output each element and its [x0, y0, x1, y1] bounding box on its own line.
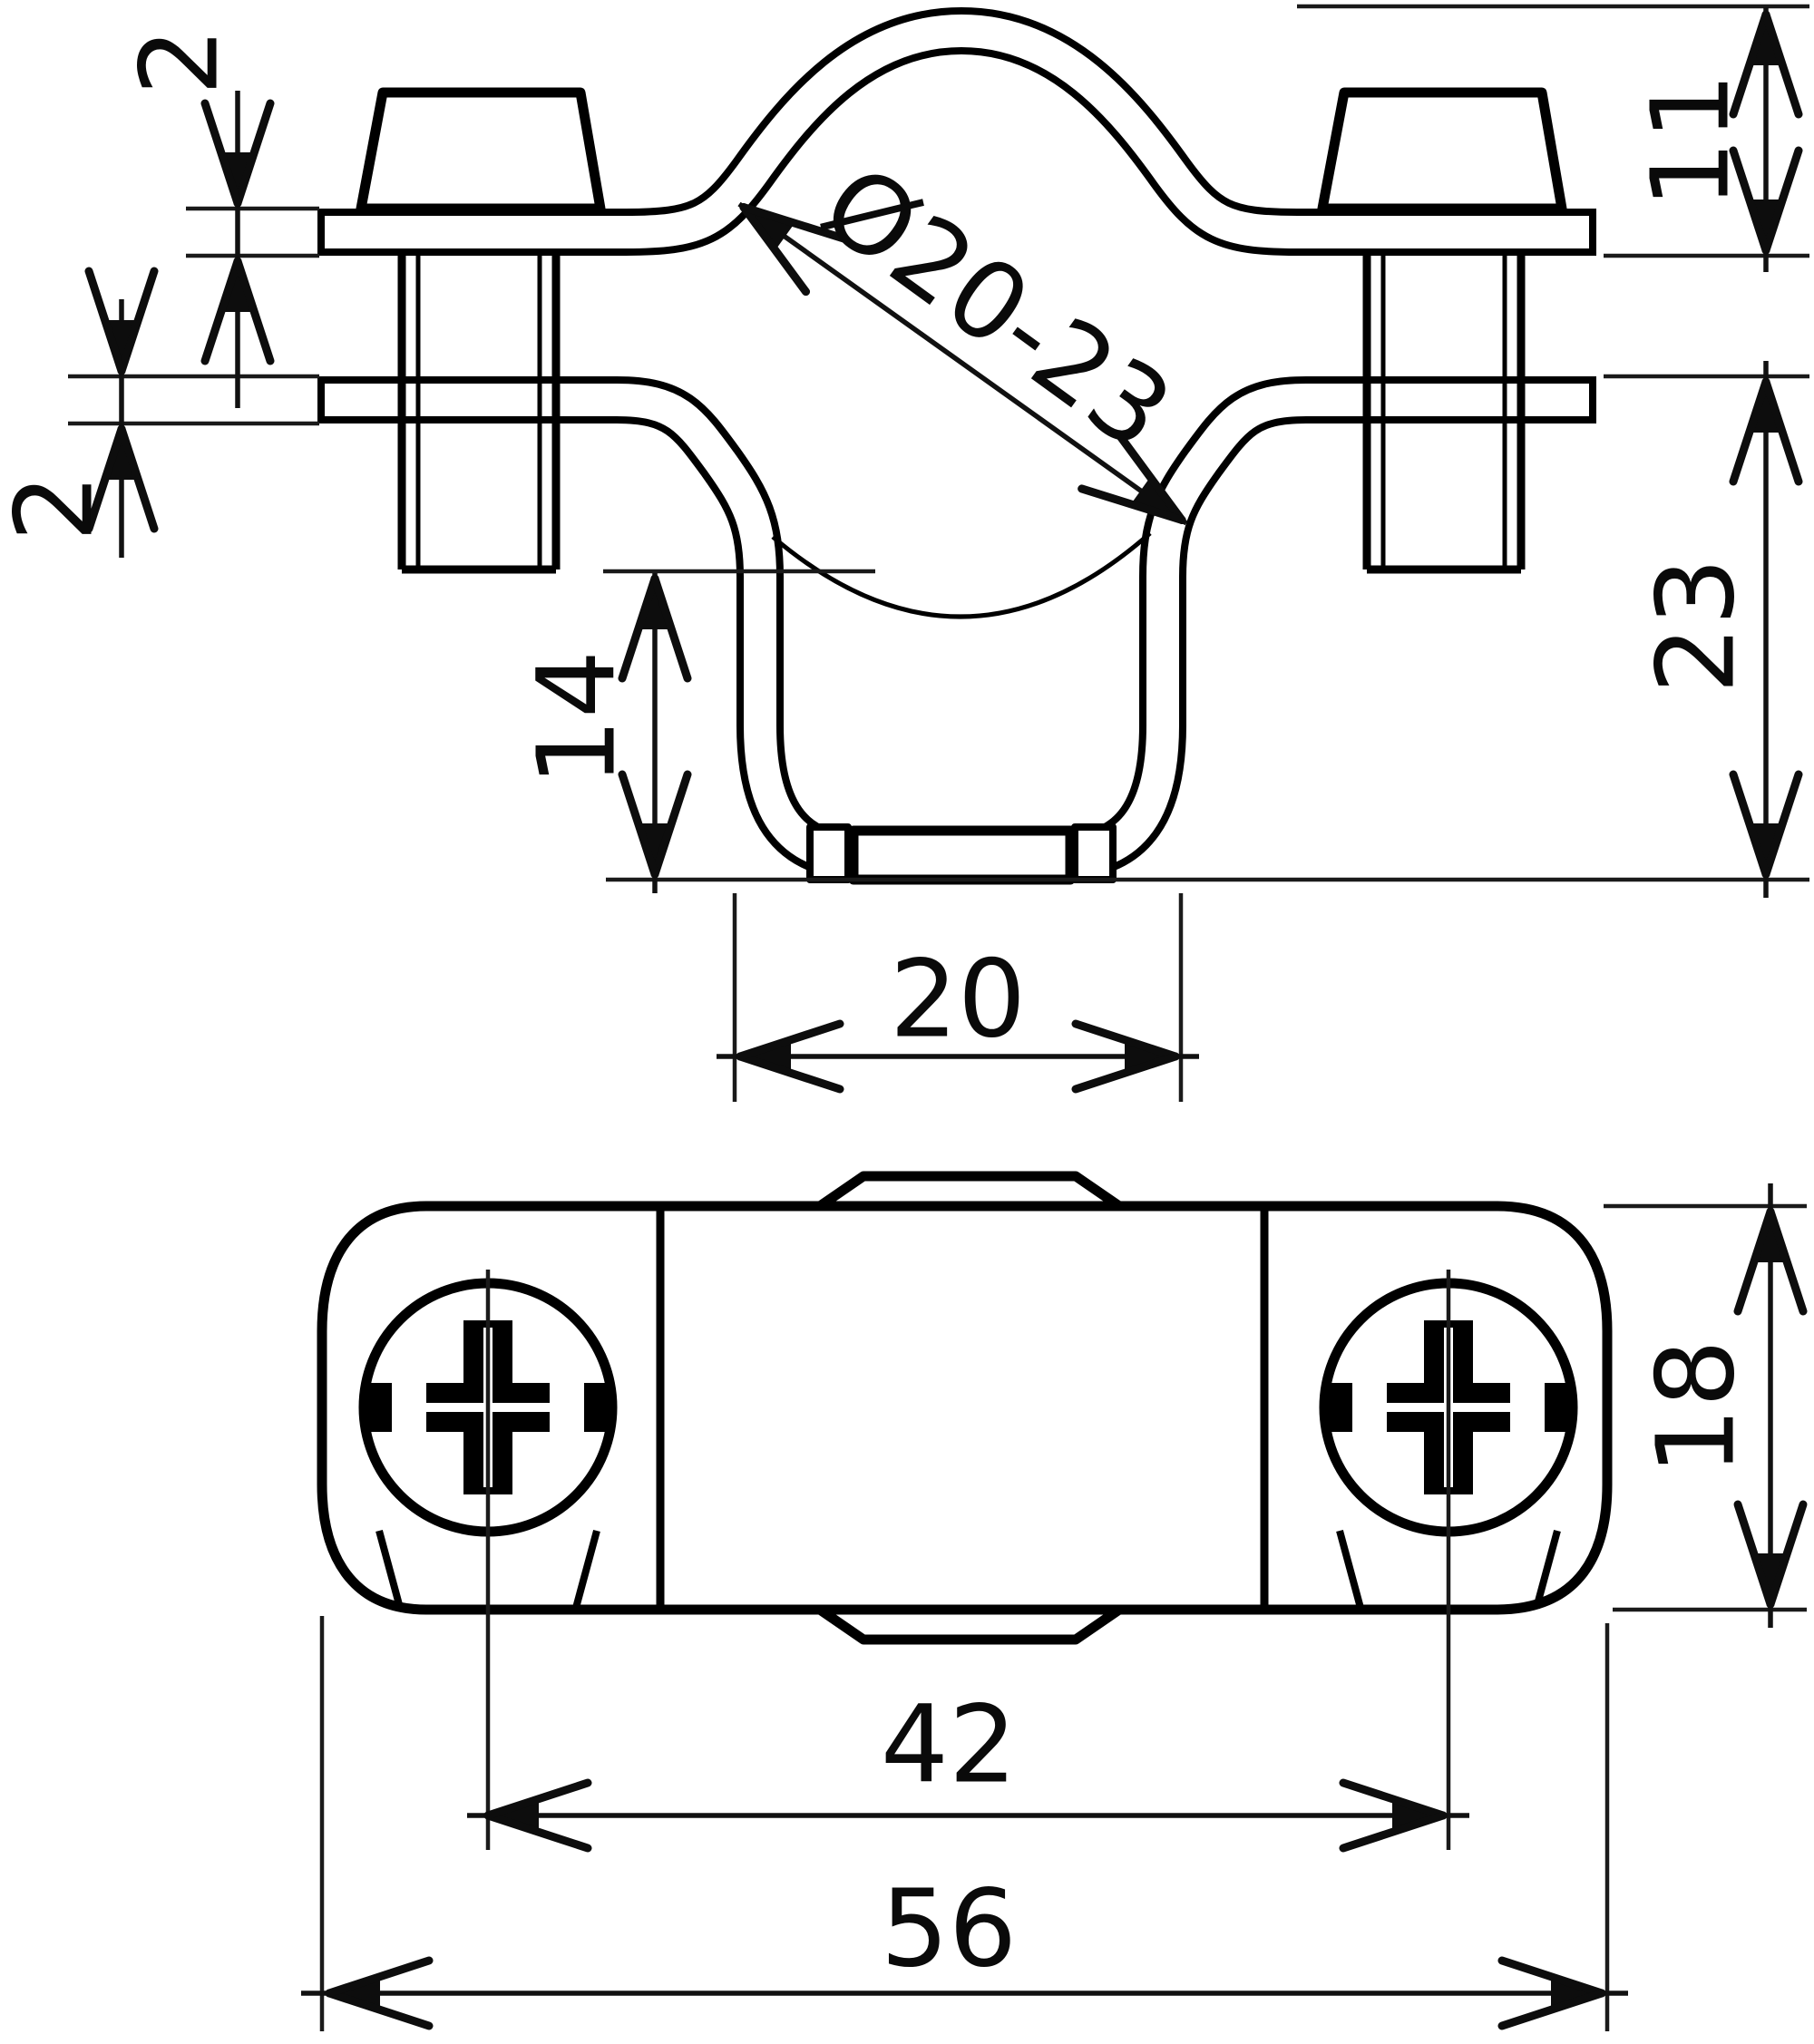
plan-body — [317, 1201, 1613, 1615]
screw-head-left — [356, 87, 606, 214]
clamp-funnel — [317, 376, 1596, 880]
dimensions: 2 2 Ø20-23 11 23 14 20 18 42 56 — [0, 4, 1809, 2031]
dim-label-56: 56 — [881, 1865, 1017, 1990]
front-view — [317, 7, 1596, 885]
plan-bump-top — [816, 1171, 1123, 1211]
bridge-inner — [325, 15, 1589, 248]
plan-view — [317, 1171, 1613, 1645]
dim-label-23: 23 — [1633, 558, 1758, 694]
foot-plate — [848, 825, 1076, 885]
dim-label-plate-top: 2 — [116, 27, 241, 95]
foot-tab-left — [806, 823, 852, 883]
dim-diameter-leader — [737, 201, 1188, 526]
screw-head-right — [1317, 87, 1567, 214]
dim-label-plate-bottom: 2 — [0, 473, 116, 541]
foot-tab-right — [1071, 823, 1117, 883]
funnel-outline — [317, 376, 1596, 880]
pipe-silhouette-arc — [771, 531, 1152, 619]
bolt-left — [356, 87, 606, 574]
dim-label-14: 14 — [513, 650, 639, 786]
plan-bump-bottom — [816, 1605, 1123, 1645]
bolt-right — [1317, 87, 1567, 574]
funnel-inner — [325, 384, 1589, 872]
clamp-bridge — [317, 7, 1596, 256]
dim-label-11: 11 — [1627, 73, 1752, 209]
dim-label-20: 20 — [890, 936, 1026, 1061]
foot-insert — [806, 823, 1117, 885]
dim-label-18: 18 — [1633, 1339, 1758, 1475]
dim-label-diameter: Ø20-23 — [800, 141, 1194, 474]
dim-label-42: 42 — [881, 1681, 1017, 1806]
